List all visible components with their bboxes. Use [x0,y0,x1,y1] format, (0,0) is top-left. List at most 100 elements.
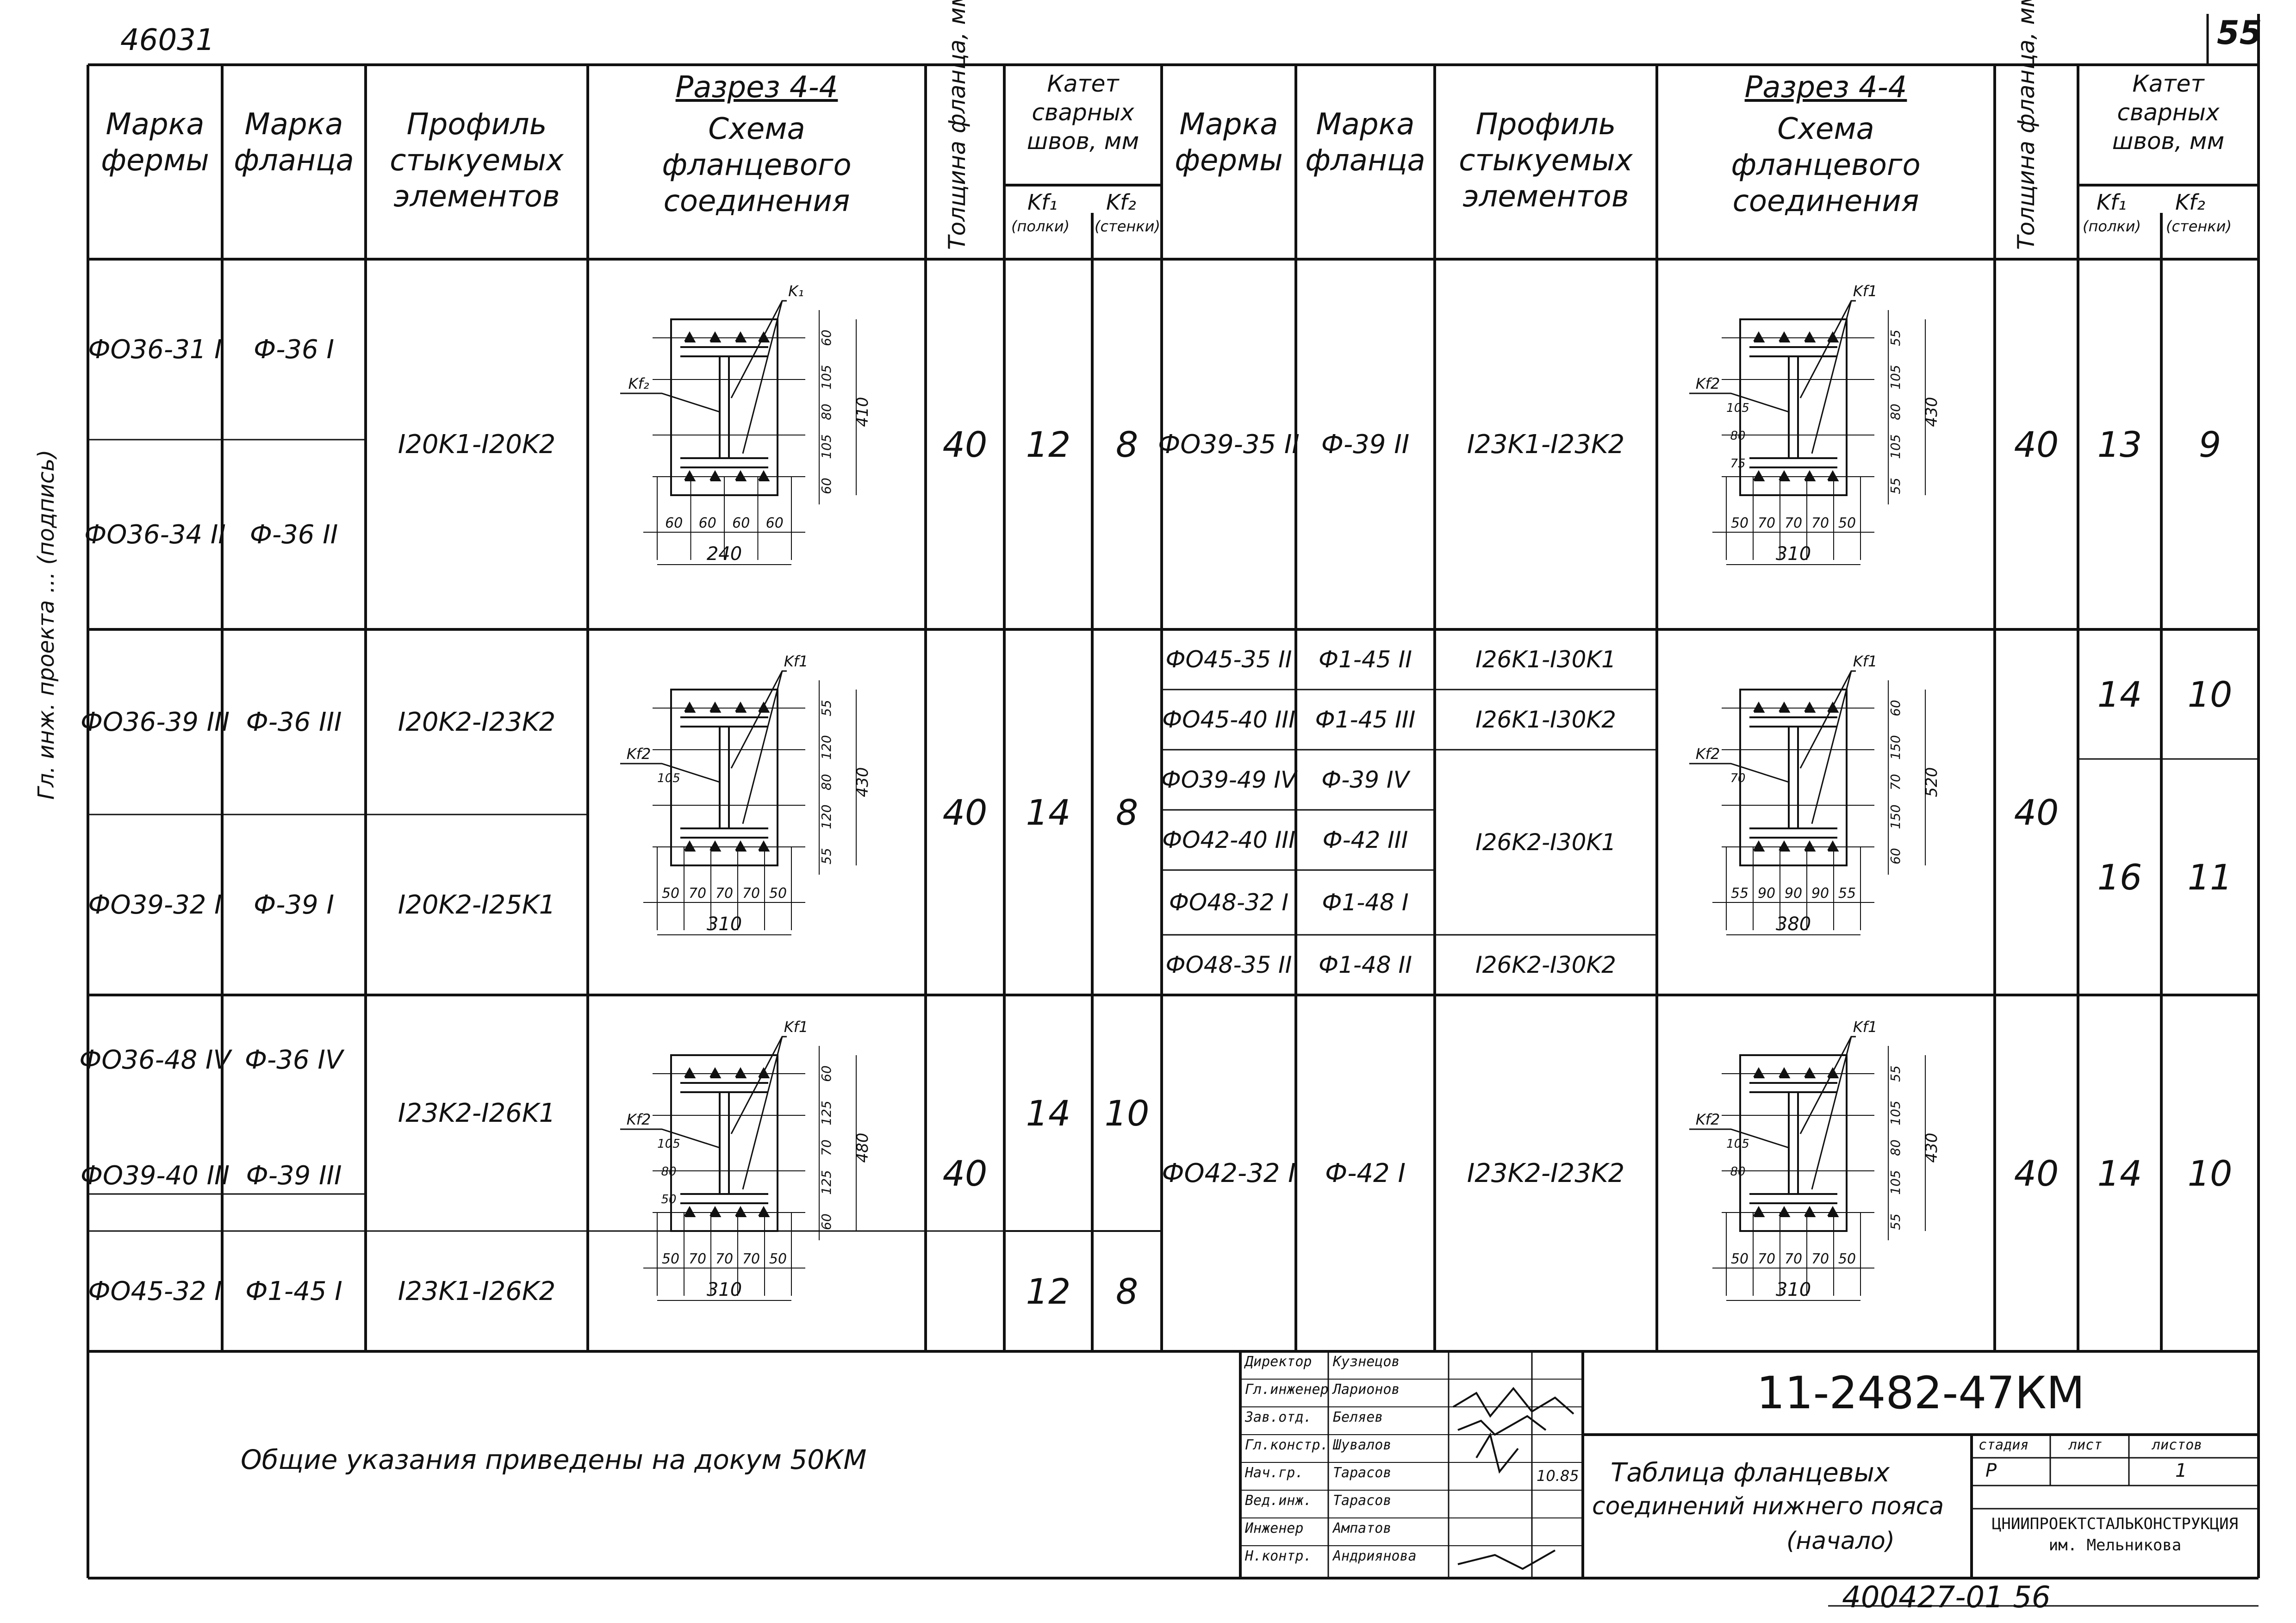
bolt-mark [709,331,722,342]
dim-bottom-2: 90 [1785,885,1802,902]
dim-height: 480 [853,1133,872,1163]
bolt-mark [709,840,722,852]
weld-label-kf1: Kf1 [1853,653,1878,670]
flange-plate [1739,318,1848,496]
dim-side-0: 55 [1888,1065,1903,1082]
dim-bottom-1: 90 [1758,885,1775,902]
header-kf2-note-right: (стенки) [2166,218,2232,235]
bolt-mark [684,701,696,713]
left-flange-7: Ф1-45 I [245,1276,342,1306]
header-weld-leg: Катет сварных швов, мм [1027,70,1139,155]
dim-bottom-1: 70 [689,885,706,902]
dim-side-3: 105 [1888,1170,1903,1194]
bolt-mark [684,331,696,342]
dim-extra-0: 105 [657,1137,680,1151]
right-profile-1: I23K1-I23K2 [1467,429,1625,460]
dim-side-1: 125 [819,1101,834,1125]
bolt-mark [758,470,770,481]
role-5: Вед.инж. [1245,1492,1312,1509]
left-profile-2: I20K2-I23K2 [398,707,556,737]
dim-extra-2: 75 [1730,457,1745,471]
right-truss-1: ФО39-35 II [1158,429,1300,460]
stage-value: Р [1985,1460,1997,1481]
header-flange-mark: Марка фланца [234,107,354,178]
bolt-mark [1753,470,1765,481]
left-kf1-2: 14 [1026,791,1071,833]
left-kf1-3: 14 [1026,1092,1071,1134]
title-line-1: Таблица фланцевых [1611,1458,1890,1488]
name-0: Кузнецов [1333,1354,1400,1370]
dim-side-2: 80 [1888,404,1903,420]
page-number: 55 [2217,14,2262,52]
right-thickness-3: 40 [2014,1152,2059,1194]
bolt-mark [1804,701,1816,713]
left-truss-5: ФО36-48 IV [79,1045,231,1075]
dim-bottom-4: 50 [769,1251,787,1267]
dim-total: 380 [1776,914,1811,935]
right-profile-8: I23K2-I23K2 [1467,1158,1625,1188]
role-6: Инженер [1245,1520,1304,1536]
dim-side-2: 80 [1888,1139,1903,1156]
bolt-mark [684,470,696,481]
left-flange-1: Ф-36 I [254,334,334,365]
left-kf2-1: 8 [1115,423,1139,465]
bolt-mark [758,840,770,852]
header-kf2: Kf₂ [1106,190,1136,215]
bolt-mark [1827,840,1839,852]
dim-extra-0: 70 [1730,771,1745,785]
left-kf2-4: 8 [1115,1270,1139,1312]
bolt-mark [1753,701,1765,713]
flange-plate [1739,1054,1848,1232]
right-flange-8: Ф-42 I [1325,1158,1406,1188]
left-thickness-2: 40 [942,791,988,833]
dim-bottom-2: 70 [1785,1251,1802,1267]
dim-extra-2: 50 [661,1193,676,1206]
title-block-date: 10.85 [1537,1467,1579,1485]
dim-side-1: 105 [819,365,834,389]
dim-bottom-4: 50 [1838,515,1856,531]
dim-bottom-3: 70 [1811,1251,1829,1267]
bolt-mark [1779,1206,1791,1217]
dim-side-3: 150 [1888,804,1903,829]
role-7: Н.контр. [1245,1548,1312,1564]
dim-side-0: 60 [819,330,834,346]
right-kf2-2a: 10 [2187,673,2233,715]
top-number: 46031 [120,23,215,57]
dim-side-2: 80 [819,404,834,420]
role-3: Гл.констр. [1245,1437,1329,1453]
dim-height: 520 [1923,767,1941,797]
right-truss-5: ФО42-40 III [1162,827,1295,853]
title-line-3: (начало) [1786,1527,1895,1555]
dim-total: 310 [1776,543,1811,565]
dim-side-2: 70 [819,1139,834,1156]
header-profile: Профиль стыкуемых элементов [390,107,564,214]
bolt-mark [1753,1067,1765,1078]
header-flange-mark-right: Марка фланца [1305,107,1425,178]
dim-height: 430 [1923,397,1941,427]
header-kf1: Kf₁ [1027,190,1058,215]
right-truss-3: ФО45-40 III [1162,706,1295,733]
header-section: Разрез 4-4 [675,70,838,105]
weld-leader-2 [1811,1036,1852,1190]
dim-height: 430 [1923,1133,1941,1163]
bolt-mark [709,470,722,481]
dim-bottom-1: 70 [1758,1251,1775,1267]
bolt-mark [1779,470,1791,481]
dim-bottom-0: 50 [662,885,679,902]
dim-bottom-2: 70 [716,885,733,902]
document-code: 11-2482-47КМ [1756,1367,2085,1419]
bolt-mark [1753,1206,1765,1217]
flange-plate [670,318,778,496]
organization: ЦНИИПРОЕКТСТАЛЬКОНСТРУКЦИЯ им. Мельников… [1991,1515,2239,1555]
right-flange-2: Ф1-45 II [1319,646,1412,673]
left-truss-4: ФО39-32 I [88,889,222,920]
bolt-mark [709,1206,722,1217]
left-profile-4: I23K2-I26K1 [398,1098,556,1128]
right-profile-3: I26K1-I30K2 [1475,706,1616,733]
dim-side-1: 150 [1888,735,1903,759]
header-truss-mark-right: Марка фермы [1175,107,1283,178]
